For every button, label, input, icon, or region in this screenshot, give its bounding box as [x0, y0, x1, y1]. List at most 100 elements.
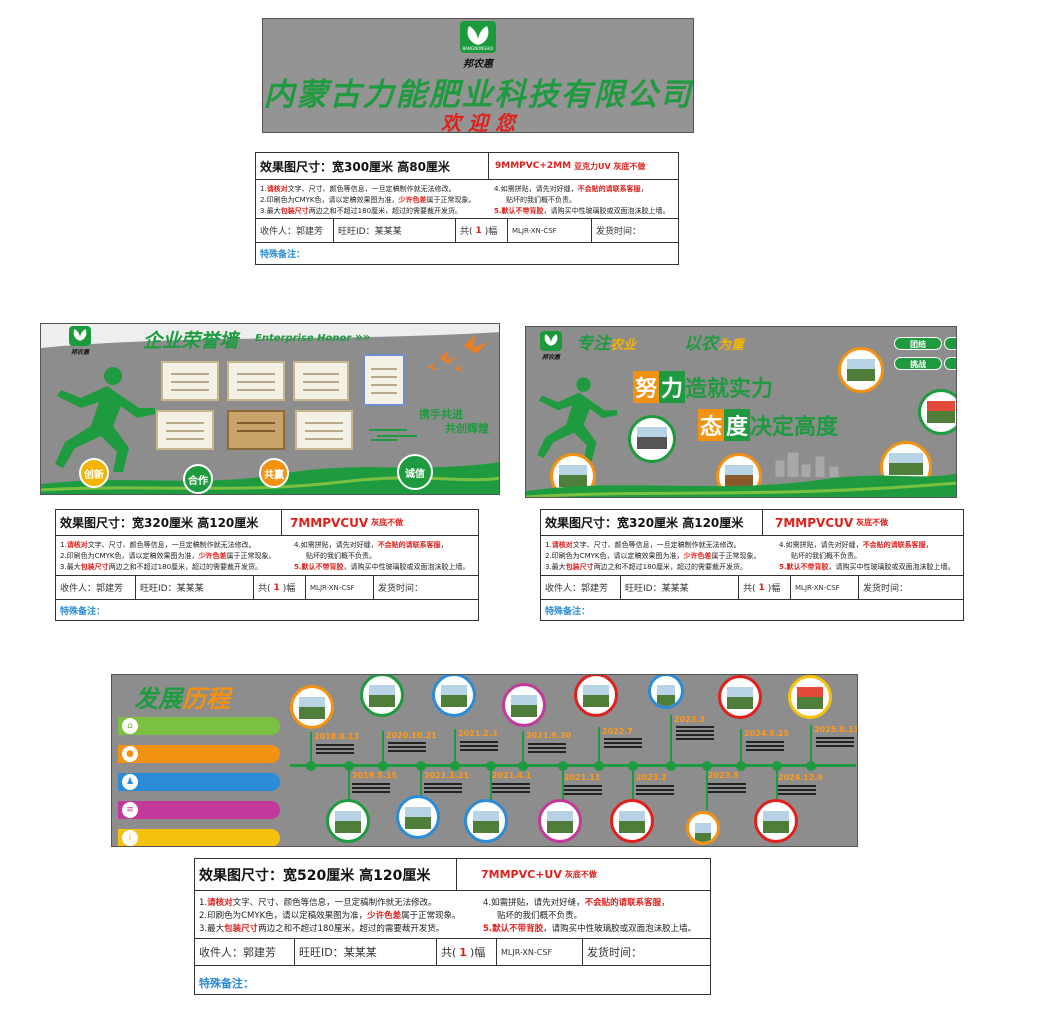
certificate	[293, 361, 349, 401]
spec-note-4b: 贴坏的我们概不负责。	[791, 552, 861, 560]
bottom-wave	[526, 452, 956, 497]
milestone-caption	[564, 785, 602, 797]
spec-special-note: 特殊备注：	[60, 607, 106, 617]
brand-name: 邦农惠	[70, 349, 89, 356]
spec-material-main: 7MMPVC+UV	[481, 868, 562, 881]
milestone-photo	[360, 675, 404, 717]
milestone-stem	[632, 766, 634, 804]
welcome-text: 欢 迎 您	[441, 111, 515, 133]
milestone-date: 2022.7	[602, 727, 633, 736]
leaf-icon	[467, 26, 489, 45]
spec-note-5: 5.默认不带背胶，请购买中性玻璃胶或双面泡沫胶上墙。	[294, 563, 470, 571]
milestone-caption	[492, 783, 530, 795]
tag-unity: 团结	[894, 337, 942, 350]
milestone-dot	[736, 761, 746, 771]
spec-ship-time: 发货时间：	[587, 946, 642, 959]
motto-agri: 以农为重	[684, 334, 745, 354]
milestone-date: 2024.12.9	[778, 773, 824, 782]
cloud-decor	[369, 429, 417, 441]
milestone-stem	[420, 766, 422, 804]
milestone-caption	[528, 743, 566, 755]
spec-wangwang: 旺旺ID：某某某	[136, 576, 254, 599]
milestone-dot	[594, 761, 604, 771]
spec-recipient: 收件人：郭建芳	[541, 576, 621, 599]
certificate	[156, 410, 214, 450]
milestone-date: 2021.1.21	[424, 771, 470, 780]
spec-size: 效果图尺寸：宽320厘米 高120厘米	[56, 510, 282, 535]
milestone-stem	[522, 731, 524, 766]
spec-note-1: 1.请核对文字、尺寸、颜色等信息，一旦定稿制作就无法修改。	[60, 541, 256, 549]
milestone-date: 2021.11	[564, 773, 601, 782]
spec-note-5: 5.默认不带背胶，请购买中性玻璃胶或双面泡沫胶上墙。	[779, 563, 955, 571]
milestone-stem	[776, 766, 778, 804]
honor-title-en: Enterprise Honor	[255, 333, 352, 344]
milestone-caption	[708, 783, 746, 795]
spec-count: 共(1)幅	[437, 939, 497, 965]
spec-size: 效果图尺寸：宽320厘米 高120厘米	[541, 510, 763, 535]
milestone-date: 2023.2	[636, 773, 667, 782]
certificate	[295, 410, 353, 450]
honor-wall-board: 邦农惠 企业荣誉墙 Enterprise Honor »» 携手共进 共创辉煌 …	[40, 323, 500, 495]
spec-note-2: 2.印刷色为CMYK色，请以定稿效果图为准，少许色差属于正常现象。	[60, 552, 276, 560]
spec-count: 共(1)幅	[456, 219, 508, 242]
milestone-stem	[598, 727, 600, 766]
spec-size: 效果图尺寸：宽520厘米 高120厘米	[195, 859, 457, 890]
spec-recipient: 收件人：郭建芳	[56, 576, 136, 599]
birds-decor	[428, 334, 488, 372]
spec-material-sub: 灰底不做	[371, 518, 404, 527]
spec-ship-time: 发货时间：	[596, 227, 642, 237]
milestone-date: 2018.8.13	[314, 732, 360, 741]
milestone-dot	[666, 761, 676, 771]
info-icon: i	[122, 830, 138, 846]
spec-count: 共(1)幅	[739, 576, 791, 599]
milestone-dot	[518, 761, 528, 771]
spec-material-sub: 亚克力UV 灰底不做	[574, 161, 646, 171]
spec-notes: 1.请核对文字、尺寸、颜色等信息，一旦定稿制作就无法修改。 2.印刷色为CMYK…	[195, 891, 710, 938]
spec-code: MLJR-XN-CSF	[306, 576, 374, 599]
value-cooperation: 合作	[183, 464, 213, 494]
milestone-dot	[450, 761, 460, 771]
category-tab	[118, 829, 280, 846]
value-win-win: 共赢	[259, 458, 289, 488]
certificate	[363, 354, 405, 406]
milestone-caption	[778, 785, 816, 797]
milestone-date: 2023.3	[674, 715, 705, 724]
spec-recipient: 收件人：郭建芳	[256, 219, 334, 242]
value-integrity: 诚信	[397, 454, 433, 490]
spec-notes: 1.请核对文字、尺寸、颜色等信息，一旦定稿制作就无法修改。 2.印刷色为CMYK…	[56, 536, 478, 575]
photo-circle	[918, 389, 956, 435]
spec-wangwang: 旺旺ID：某某某	[295, 939, 437, 965]
certificate	[227, 410, 285, 450]
milestone-photo	[502, 683, 546, 727]
brand-name: 邦农惠	[463, 59, 493, 70]
slogan-1: 携手共进	[419, 408, 463, 421]
milestone-stem	[454, 729, 456, 766]
category-tab	[118, 801, 280, 819]
milestone-photo	[538, 799, 582, 843]
spec-note-3: 3.最大包装尺寸两边之和不超过180厘米，超过的需要裁开发货。	[199, 924, 445, 934]
milestone-caption	[352, 783, 390, 795]
milestone-photo	[464, 799, 508, 843]
certificate	[227, 361, 285, 401]
milestone-photo	[686, 811, 720, 845]
milestone-caption	[388, 742, 426, 754]
milestone-photo	[648, 675, 684, 709]
spec-ship-time: 发货时间：	[378, 584, 424, 594]
milestone-photo	[396, 795, 440, 839]
spec-code: MLJR-XN-CSF	[791, 576, 859, 599]
milestone-date: 2024.9.25	[744, 729, 790, 738]
spec-note-5: 5.默认不带背胶，请购买中性玻璃胶或双面泡沫胶上墙。	[494, 207, 670, 215]
certificate	[161, 361, 219, 401]
spec-notes: 1.请核对文字、尺寸、颜色等信息，一旦定稿制作就无法修改。 2.印刷色为CMYK…	[541, 536, 963, 575]
milestone-date: 2019.5.15	[352, 771, 398, 780]
brand-logo: BANGNONGHUI	[460, 21, 496, 53]
milestone-dot	[806, 761, 816, 771]
milestone-stem	[706, 766, 708, 810]
spec-size: 效果图尺寸：宽300厘米 高80厘米	[256, 153, 489, 179]
milestone-stem	[490, 766, 492, 804]
brand-logo	[540, 331, 562, 351]
photo-circle	[838, 347, 884, 393]
